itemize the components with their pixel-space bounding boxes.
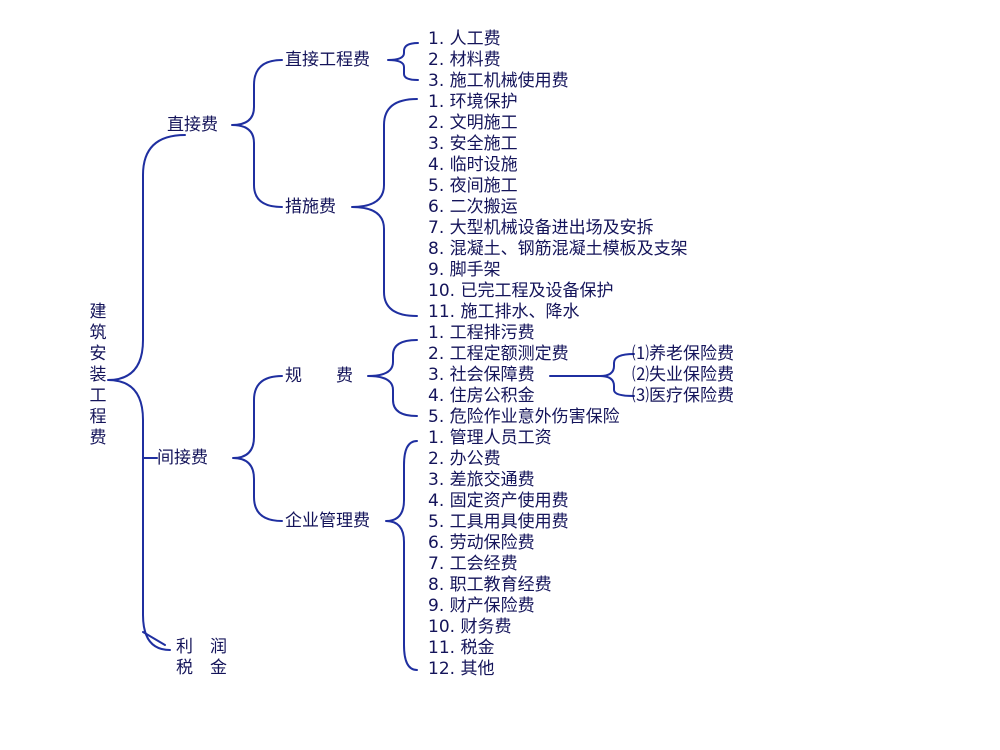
root-char: 程 (89, 407, 107, 427)
root-label: 建 筑 安 装 工 程 费 (88, 302, 108, 449)
node-indirect-cost: 间接费 (157, 448, 208, 468)
fees-bracket (367, 339, 418, 417)
list-item: 11. 施工排水、降水 (428, 302, 580, 322)
list-item: 3. 差旅交通费 (428, 470, 535, 490)
list-item: 2. 文明施工 (428, 113, 518, 133)
list-item: 10. 财务费 (428, 617, 512, 637)
list-item: 1. 人工费 (428, 29, 501, 49)
list-item: 10. 已完工程及设备保护 (428, 281, 614, 301)
list-item: 9. 财产保险费 (428, 596, 535, 616)
list-item: 7. 工会经费 (428, 554, 518, 574)
list-item: 2. 工程定额测定费 (428, 344, 569, 364)
root-char: 工 (89, 386, 107, 406)
node-measures: 措施费 (285, 197, 336, 217)
list-item: 4. 住房公积金 (428, 386, 535, 406)
root-char: 建 (89, 302, 107, 322)
list-item: 1. 管理人员工资 (428, 428, 552, 448)
sub-list-item: ⑴养老保险费 (632, 344, 734, 364)
enterprise-bracket (385, 440, 418, 671)
node-enterprise-mgmt: 企业管理费 (285, 511, 370, 531)
node-direct-engineering: 直接工程费 (285, 50, 370, 70)
root-char: 筑 (89, 323, 107, 343)
list-item: 3. 社会保障费 (428, 365, 535, 385)
list-item: 3. 施工机械使用费 (428, 71, 569, 91)
node-profit: 利 润 (176, 637, 227, 657)
root-char: 费 (89, 428, 107, 448)
list-item: 7. 大型机械设备进出场及安拆 (428, 218, 654, 238)
node-direct-cost: 直接费 (167, 115, 218, 135)
measures-bracket (351, 98, 418, 317)
sub-list-item: ⑶医疗保险费 (632, 386, 734, 406)
list-item: 6. 二次搬运 (428, 197, 518, 217)
list-item: 11. 税金 (428, 638, 495, 658)
list-item: 9. 脚手架 (428, 260, 501, 280)
sub-list-item: ⑵失业保险费 (632, 365, 734, 385)
list-item: 8. 混凝土、钢筋混凝土模板及支架 (428, 239, 688, 259)
list-item: 6. 劳动保险费 (428, 533, 535, 553)
list-item: 8. 职工教育经费 (428, 575, 552, 595)
root-bracket (107, 134, 186, 651)
list-item: 4. 固定资产使用费 (428, 491, 569, 511)
list-item: 5. 危险作业意外伤害保险 (428, 407, 620, 427)
list-item: 12. 其他 (428, 659, 495, 679)
indirect-bracket (232, 375, 283, 522)
node-tax: 税 金 (176, 658, 227, 678)
list-item: 5. 夜间施工 (428, 176, 518, 196)
list-item: 5. 工具用具使用费 (428, 512, 569, 532)
root-char: 安 (89, 344, 107, 364)
direct-engineering-bracket (387, 42, 419, 81)
root-char: 装 (89, 365, 107, 385)
direct-bracket (231, 59, 283, 208)
root-branch-profit (142, 631, 166, 646)
node-fees: 规 费 (285, 366, 353, 386)
list-item: 2. 办公费 (428, 449, 501, 469)
list-item: 2. 材料费 (428, 50, 501, 70)
social-security-bracket (599, 353, 635, 397)
list-item: 1. 工程排污费 (428, 323, 535, 343)
list-item: 1. 环境保护 (428, 92, 518, 112)
list-item: 4. 临时设施 (428, 155, 518, 175)
list-item: 3. 安全施工 (428, 134, 518, 154)
